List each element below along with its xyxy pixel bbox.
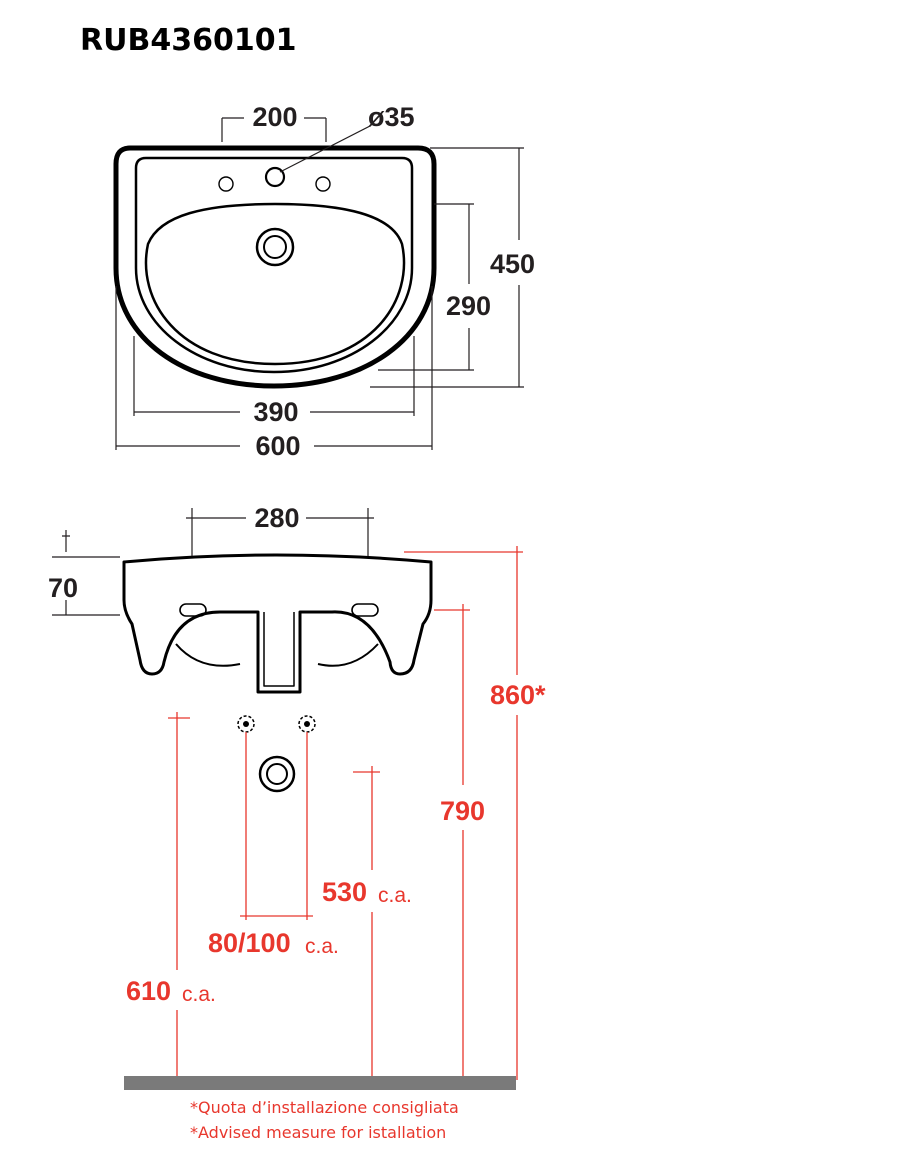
dim-waste-height-suffix: c.a. (378, 884, 412, 907)
dim-bowl-width: 390 (253, 397, 298, 427)
dim-depth: 450 (490, 249, 535, 279)
dim-thickness: 70 (48, 573, 78, 603)
dim-line-bowl-width (133, 336, 415, 416)
dim-width: 600 (255, 431, 300, 461)
overflow-slot-left (179, 603, 207, 617)
supply-valve-right-core (304, 721, 310, 727)
waste-outlet-inner (266, 763, 288, 785)
waste-outlet-outer (258, 755, 296, 793)
dim-bowl-depth: 290 (446, 291, 491, 321)
dim-line-bowl-depth (378, 203, 474, 371)
floor-bar (124, 1076, 516, 1090)
dim-line-waste-height (353, 766, 380, 1080)
note-english: *Advised measure for istallation (190, 1123, 446, 1142)
dim-line-tap-spacing (221, 117, 327, 142)
basin-outer-outline (113, 145, 437, 389)
side-tap-hole-left (218, 176, 234, 192)
dim-supply-height-suffix: c.a. (182, 983, 216, 1006)
leader-hole-diameter (279, 125, 371, 173)
dim-supply-spacing-suffix: c.a. (305, 935, 339, 958)
top-view: 200 ø35 450 290 390 600 (113, 102, 535, 461)
dim-line-thickness (52, 530, 120, 616)
dim-line-width (115, 286, 433, 450)
side-view: 280 70 860* 790 530 c.a. 80/100 c.a. 610… (48, 503, 546, 1090)
dim-tap-spacing: 200 (252, 102, 297, 132)
center-tap-hole (264, 166, 286, 188)
dim-top-height: 790 (440, 796, 485, 826)
basin-side-outline (122, 553, 433, 694)
dim-line-rim-height (404, 546, 523, 1080)
basin-inner-outline (134, 156, 414, 374)
dim-supply-height: 610 (126, 976, 171, 1006)
basin-arch (175, 643, 379, 667)
dim-line-bracket-spacing (186, 508, 374, 556)
note-italian: *Quota d’installazione consigliata (190, 1098, 459, 1117)
pedestal-inner (263, 612, 295, 687)
product-code: RUB4360101 (80, 23, 296, 58)
drain-inner (263, 235, 287, 259)
dim-bracket-spacing: 280 (254, 503, 299, 533)
dim-line-supply-spacing (240, 732, 313, 920)
dim-line-top-height (434, 604, 470, 1080)
dim-waste-height: 530 (322, 877, 367, 907)
overflow-slot-right (351, 603, 379, 617)
dim-supply-spacing: 80/100 (208, 928, 291, 958)
dim-line-supply-height (168, 712, 190, 1080)
side-tap-hole-right (315, 176, 331, 192)
supply-valve-left-core (243, 721, 249, 727)
dim-hole-diameter: ø35 (368, 102, 415, 132)
bowl-outline (144, 202, 406, 366)
dim-line-depth (370, 147, 524, 388)
drain-outer (255, 227, 295, 267)
dim-rim-height: 860* (490, 680, 546, 710)
